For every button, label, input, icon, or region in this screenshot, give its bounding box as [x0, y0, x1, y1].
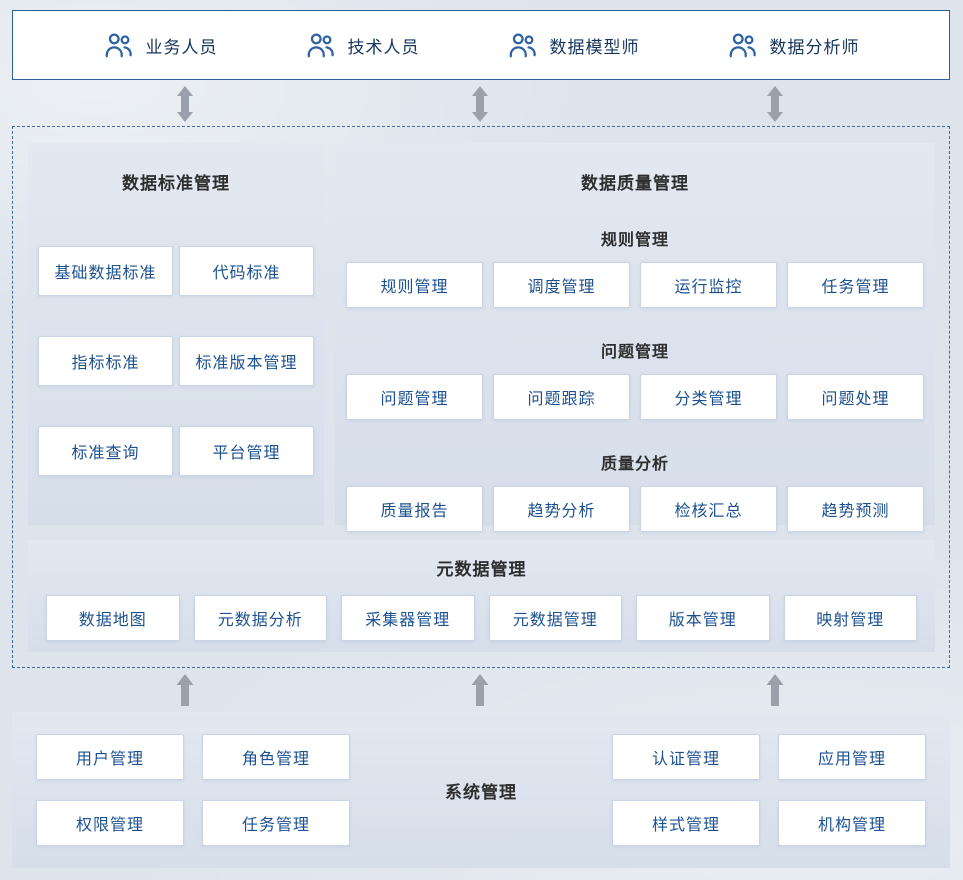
module-button[interactable]: 检核汇总 — [640, 486, 777, 532]
module-button[interactable]: 运行监控 — [640, 262, 777, 308]
panel-system: 用户管理 角色管理 权限管理 任务管理 系统管理 认证管理 应用管理 样式管理 … — [12, 712, 950, 868]
module-button[interactable]: 指标标准 — [38, 336, 173, 386]
module-button[interactable]: 机构管理 — [778, 800, 926, 846]
panel-data-standard: 数据标准管理 基础数据标准 代码标准 指标标准 标准版本管理 标准查询 平台管理 — [28, 143, 324, 525]
module-button[interactable]: 问题跟踪 — [493, 374, 630, 420]
role-label: 数据模型师 — [549, 37, 640, 57]
module-button[interactable]: 用户管理 — [36, 734, 184, 780]
system-right-grid: 认证管理 应用管理 样式管理 机构管理 — [612, 734, 926, 846]
users-icon — [727, 31, 757, 59]
panel-metadata: 元数据管理 数据地图 元数据分析 采集器管理 元数据管理 版本管理 映射管理 — [28, 540, 935, 652]
panel-title: 元数据管理 — [436, 560, 527, 579]
module-button[interactable]: 代码标准 — [179, 246, 314, 296]
panel-title: 系统管理 — [445, 782, 517, 802]
group-title: 问题管理 — [600, 344, 669, 361]
module-button[interactable]: 质量报告 — [346, 486, 483, 532]
module-button[interactable]: 标准版本管理 — [179, 336, 314, 386]
standard-grid: 基础数据标准 代码标准 指标标准 标准版本管理 标准查询 平台管理 — [28, 246, 324, 476]
module-button[interactable]: 分类管理 — [640, 374, 777, 420]
system-left-grid: 用户管理 角色管理 权限管理 任务管理 — [36, 734, 350, 846]
double-arrow-icon — [471, 86, 489, 122]
role-label: 数据分析师 — [769, 37, 860, 57]
role-label: 业务人员 — [145, 37, 218, 57]
users-icon — [507, 31, 537, 59]
role-label: 技术人员 — [347, 37, 420, 57]
module-button[interactable]: 采集器管理 — [341, 595, 475, 641]
module-button[interactable]: 元数据分析 — [193, 595, 327, 641]
module-button[interactable]: 趋势预测 — [787, 486, 924, 532]
quality-group-row: 问题管理 问题跟踪 分类管理 问题处理 — [335, 374, 935, 420]
module-button[interactable]: 调度管理 — [493, 262, 630, 308]
panel-title: 数据标准管理 — [122, 174, 230, 193]
group-title: 质量分析 — [600, 456, 669, 473]
module-button[interactable]: 认证管理 — [612, 734, 760, 780]
double-arrow-icon — [176, 86, 194, 122]
module-button[interactable]: 任务管理 — [202, 800, 350, 846]
role-technical: 技术人员 — [305, 31, 420, 59]
module-button[interactable]: 问题管理 — [346, 374, 483, 420]
module-button[interactable]: 版本管理 — [636, 595, 770, 641]
module-button[interactable]: 应用管理 — [778, 734, 926, 780]
up-arrow-icon — [176, 674, 194, 706]
module-button[interactable]: 样式管理 — [612, 800, 760, 846]
group-title: 规则管理 — [600, 232, 669, 249]
up-arrow-icon — [766, 674, 784, 706]
quality-group-row: 质量报告 趋势分析 检核汇总 趋势预测 — [335, 486, 935, 532]
role-data-modeler: 数据模型师 — [507, 31, 640, 59]
module-button[interactable]: 基础数据标准 — [38, 246, 173, 296]
module-button[interactable]: 数据地图 — [46, 595, 180, 641]
module-button[interactable]: 问题处理 — [787, 374, 924, 420]
quality-group-row: 规则管理 调度管理 运行监控 任务管理 — [335, 262, 935, 308]
module-button[interactable]: 映射管理 — [783, 595, 917, 641]
module-button[interactable]: 标准查询 — [38, 426, 173, 476]
role-data-analyst: 数据分析师 — [727, 31, 860, 59]
module-button[interactable]: 权限管理 — [36, 800, 184, 846]
module-button[interactable]: 任务管理 — [787, 262, 924, 308]
users-icon — [305, 31, 335, 59]
metadata-row: 数据地图 元数据分析 采集器管理 元数据管理 版本管理 映射管理 — [28, 595, 935, 641]
panel-title: 数据质量管理 — [581, 174, 689, 193]
module-button[interactable]: 规则管理 — [346, 262, 483, 308]
platform-dashed-region — [12, 126, 950, 668]
module-button[interactable]: 角色管理 — [202, 734, 350, 780]
roles-bar: 业务人员 技术人员 数据模型师 数据分析师 — [12, 10, 950, 80]
role-business: 业务人员 — [103, 31, 218, 59]
module-button[interactable]: 平台管理 — [179, 426, 314, 476]
users-icon — [103, 31, 133, 59]
panel-data-quality: 数据质量管理 规则管理 规则管理 调度管理 运行监控 任务管理 问题管理 问题管… — [335, 143, 935, 532]
module-button[interactable]: 趋势分析 — [493, 486, 630, 532]
module-button[interactable]: 元数据管理 — [488, 595, 622, 641]
double-arrow-icon — [766, 86, 784, 122]
up-arrow-icon — [471, 674, 489, 706]
